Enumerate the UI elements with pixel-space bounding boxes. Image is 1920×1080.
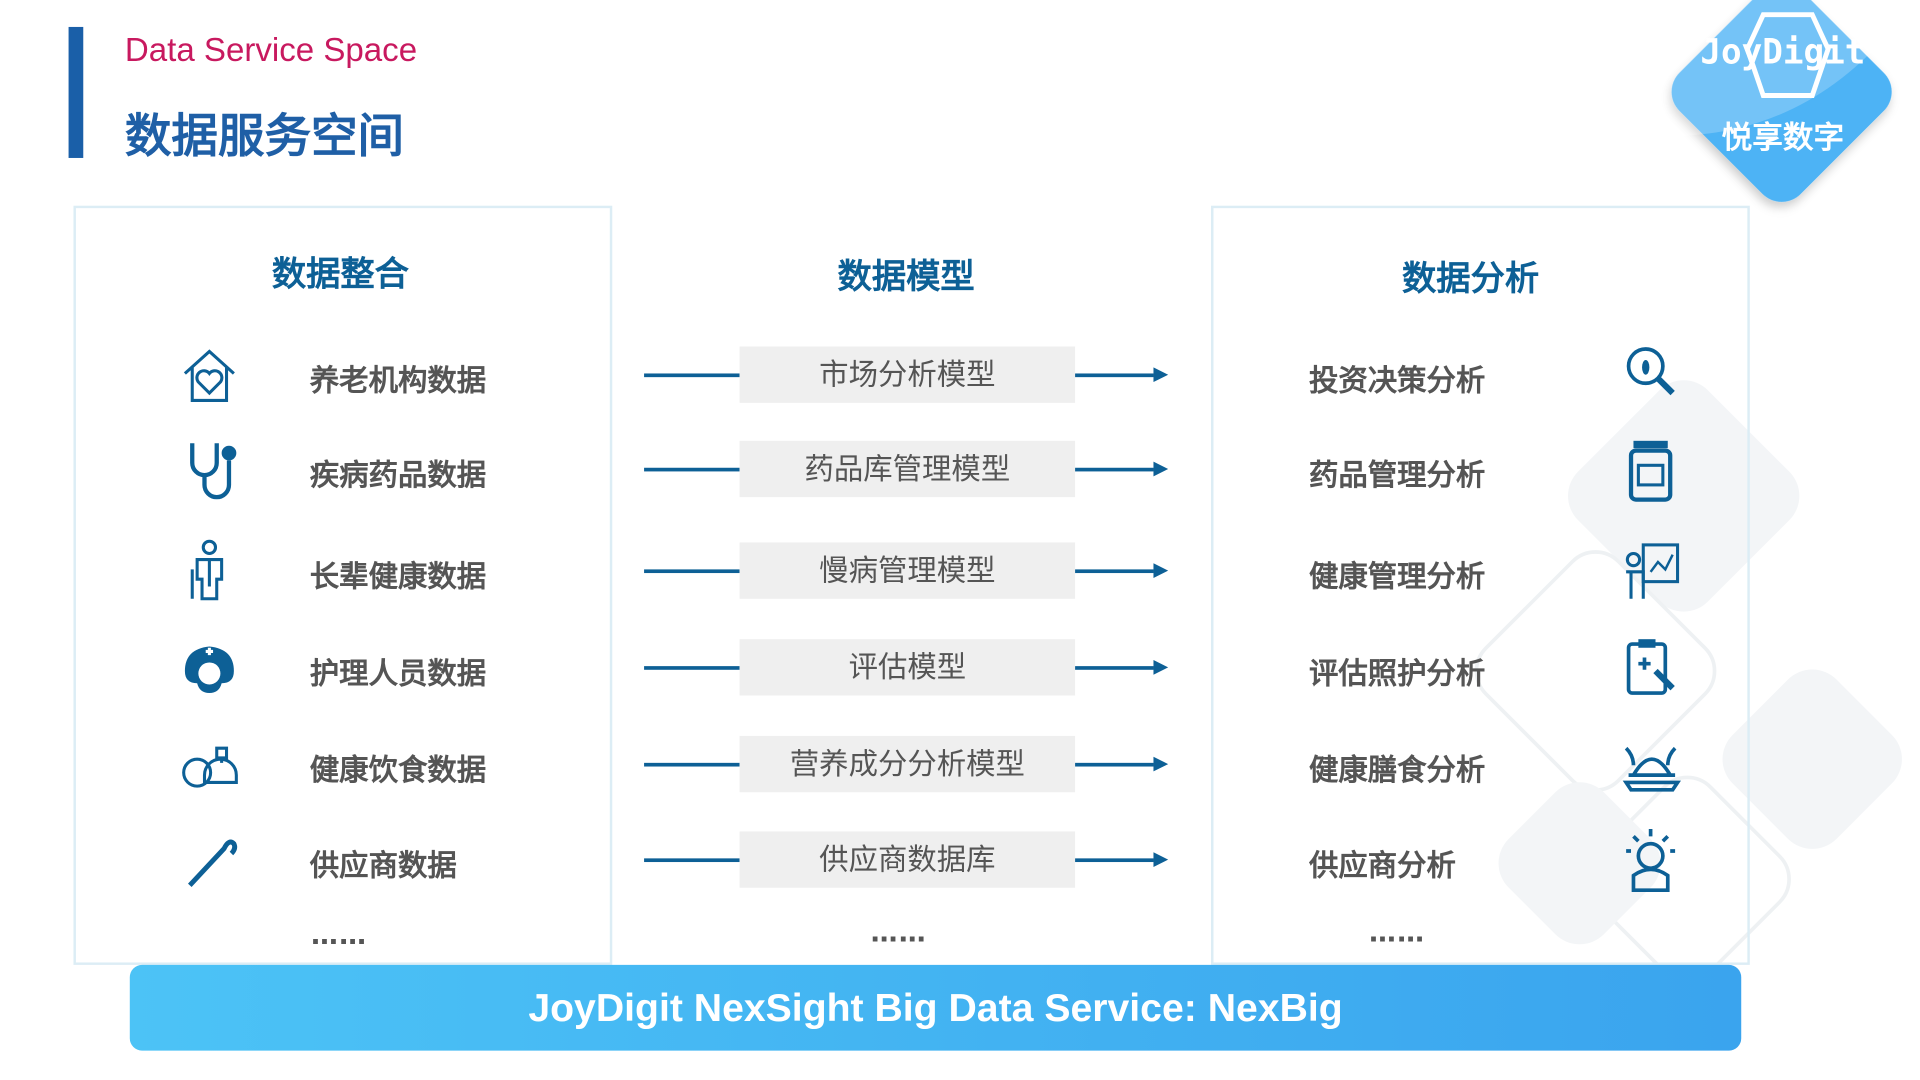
connector-line <box>644 467 740 472</box>
integration-title: 数据整合 <box>271 253 409 294</box>
elderly-person-icon <box>178 538 244 604</box>
connector-line <box>644 762 740 767</box>
supplier-person-icon <box>1619 827 1685 893</box>
model-box: 供应商数据库 <box>739 831 1076 888</box>
arrow-line <box>1075 666 1154 670</box>
page-subtitle: Data Service Space <box>124 31 418 69</box>
house-heart-icon <box>178 342 244 408</box>
analysis-panel <box>1211 205 1750 965</box>
presentation-board-icon <box>1619 538 1685 604</box>
integration-item: 健康饮食数据 <box>309 753 487 788</box>
integration-more: …… <box>311 920 368 952</box>
accent-bar <box>68 26 84 158</box>
model-box: 营养成分分析模型 <box>739 735 1076 793</box>
connector-line <box>644 858 740 863</box>
cane-icon <box>178 827 244 893</box>
arrow-line <box>1075 762 1154 767</box>
page-title: 数据服务空间 <box>124 108 405 163</box>
food-tray-icon <box>1619 731 1685 797</box>
analysis-item: 评估照护分析 <box>1308 656 1486 691</box>
model-box: 市场分析模型 <box>739 346 1076 403</box>
footer-banner: JoyDigit NexSight Big Data Service: NexB… <box>129 964 1742 1051</box>
integration-item: 养老机构数据 <box>309 363 487 398</box>
analysis-item: 健康膳食分析 <box>1308 753 1486 788</box>
medicine-bottle-icon <box>1619 436 1685 502</box>
models-more: …… <box>870 918 927 949</box>
arrow-head-icon <box>1153 852 1169 867</box>
analysis-item: 供应商分析 <box>1308 848 1456 883</box>
logo-text: JoyDigit <box>1700 33 1865 73</box>
logo: JoyDigit 悦享数字 <box>1640 0 1920 233</box>
model-box: 药品库管理模型 <box>739 440 1076 498</box>
integration-item: 供应商数据 <box>309 848 457 883</box>
analysis-title: 数据分析 <box>1402 258 1540 299</box>
arrow-line <box>1075 467 1154 472</box>
arrow-line <box>1075 373 1154 378</box>
logo-cn-text: 悦享数字 <box>1722 120 1844 156</box>
clipboard-medical-icon <box>1619 634 1685 700</box>
magnifier-footprint-icon <box>1619 342 1685 408</box>
integration-item: 疾病药品数据 <box>309 457 487 493</box>
connector-line <box>644 666 740 670</box>
analysis-item: 健康管理分析 <box>1308 559 1486 594</box>
arrow-head-icon <box>1153 660 1169 675</box>
arrow-head-icon <box>1153 563 1169 578</box>
model-box: 评估模型 <box>739 639 1076 696</box>
arrow-line <box>1075 569 1154 574</box>
healthy-food-icon <box>178 731 244 797</box>
connector-line <box>644 569 740 574</box>
analysis-more: …… <box>1368 918 1426 949</box>
integration-panel <box>73 205 613 965</box>
model-box: 慢病管理模型 <box>739 542 1076 599</box>
analysis-item: 药品管理分析 <box>1308 457 1486 493</box>
integration-item: 护理人员数据 <box>309 656 487 691</box>
connector-line <box>644 373 740 378</box>
arrow-head-icon <box>1153 756 1169 772</box>
analysis-item: 投资决策分析 <box>1308 363 1486 398</box>
integration-item: 长辈健康数据 <box>309 559 487 594</box>
nurse-icon <box>178 634 244 700</box>
arrow-head-icon <box>1153 461 1169 477</box>
stethoscope-icon <box>178 436 244 502</box>
models-title: 数据模型 <box>837 255 975 297</box>
arrow-line <box>1075 858 1154 863</box>
arrow-head-icon <box>1153 367 1169 383</box>
